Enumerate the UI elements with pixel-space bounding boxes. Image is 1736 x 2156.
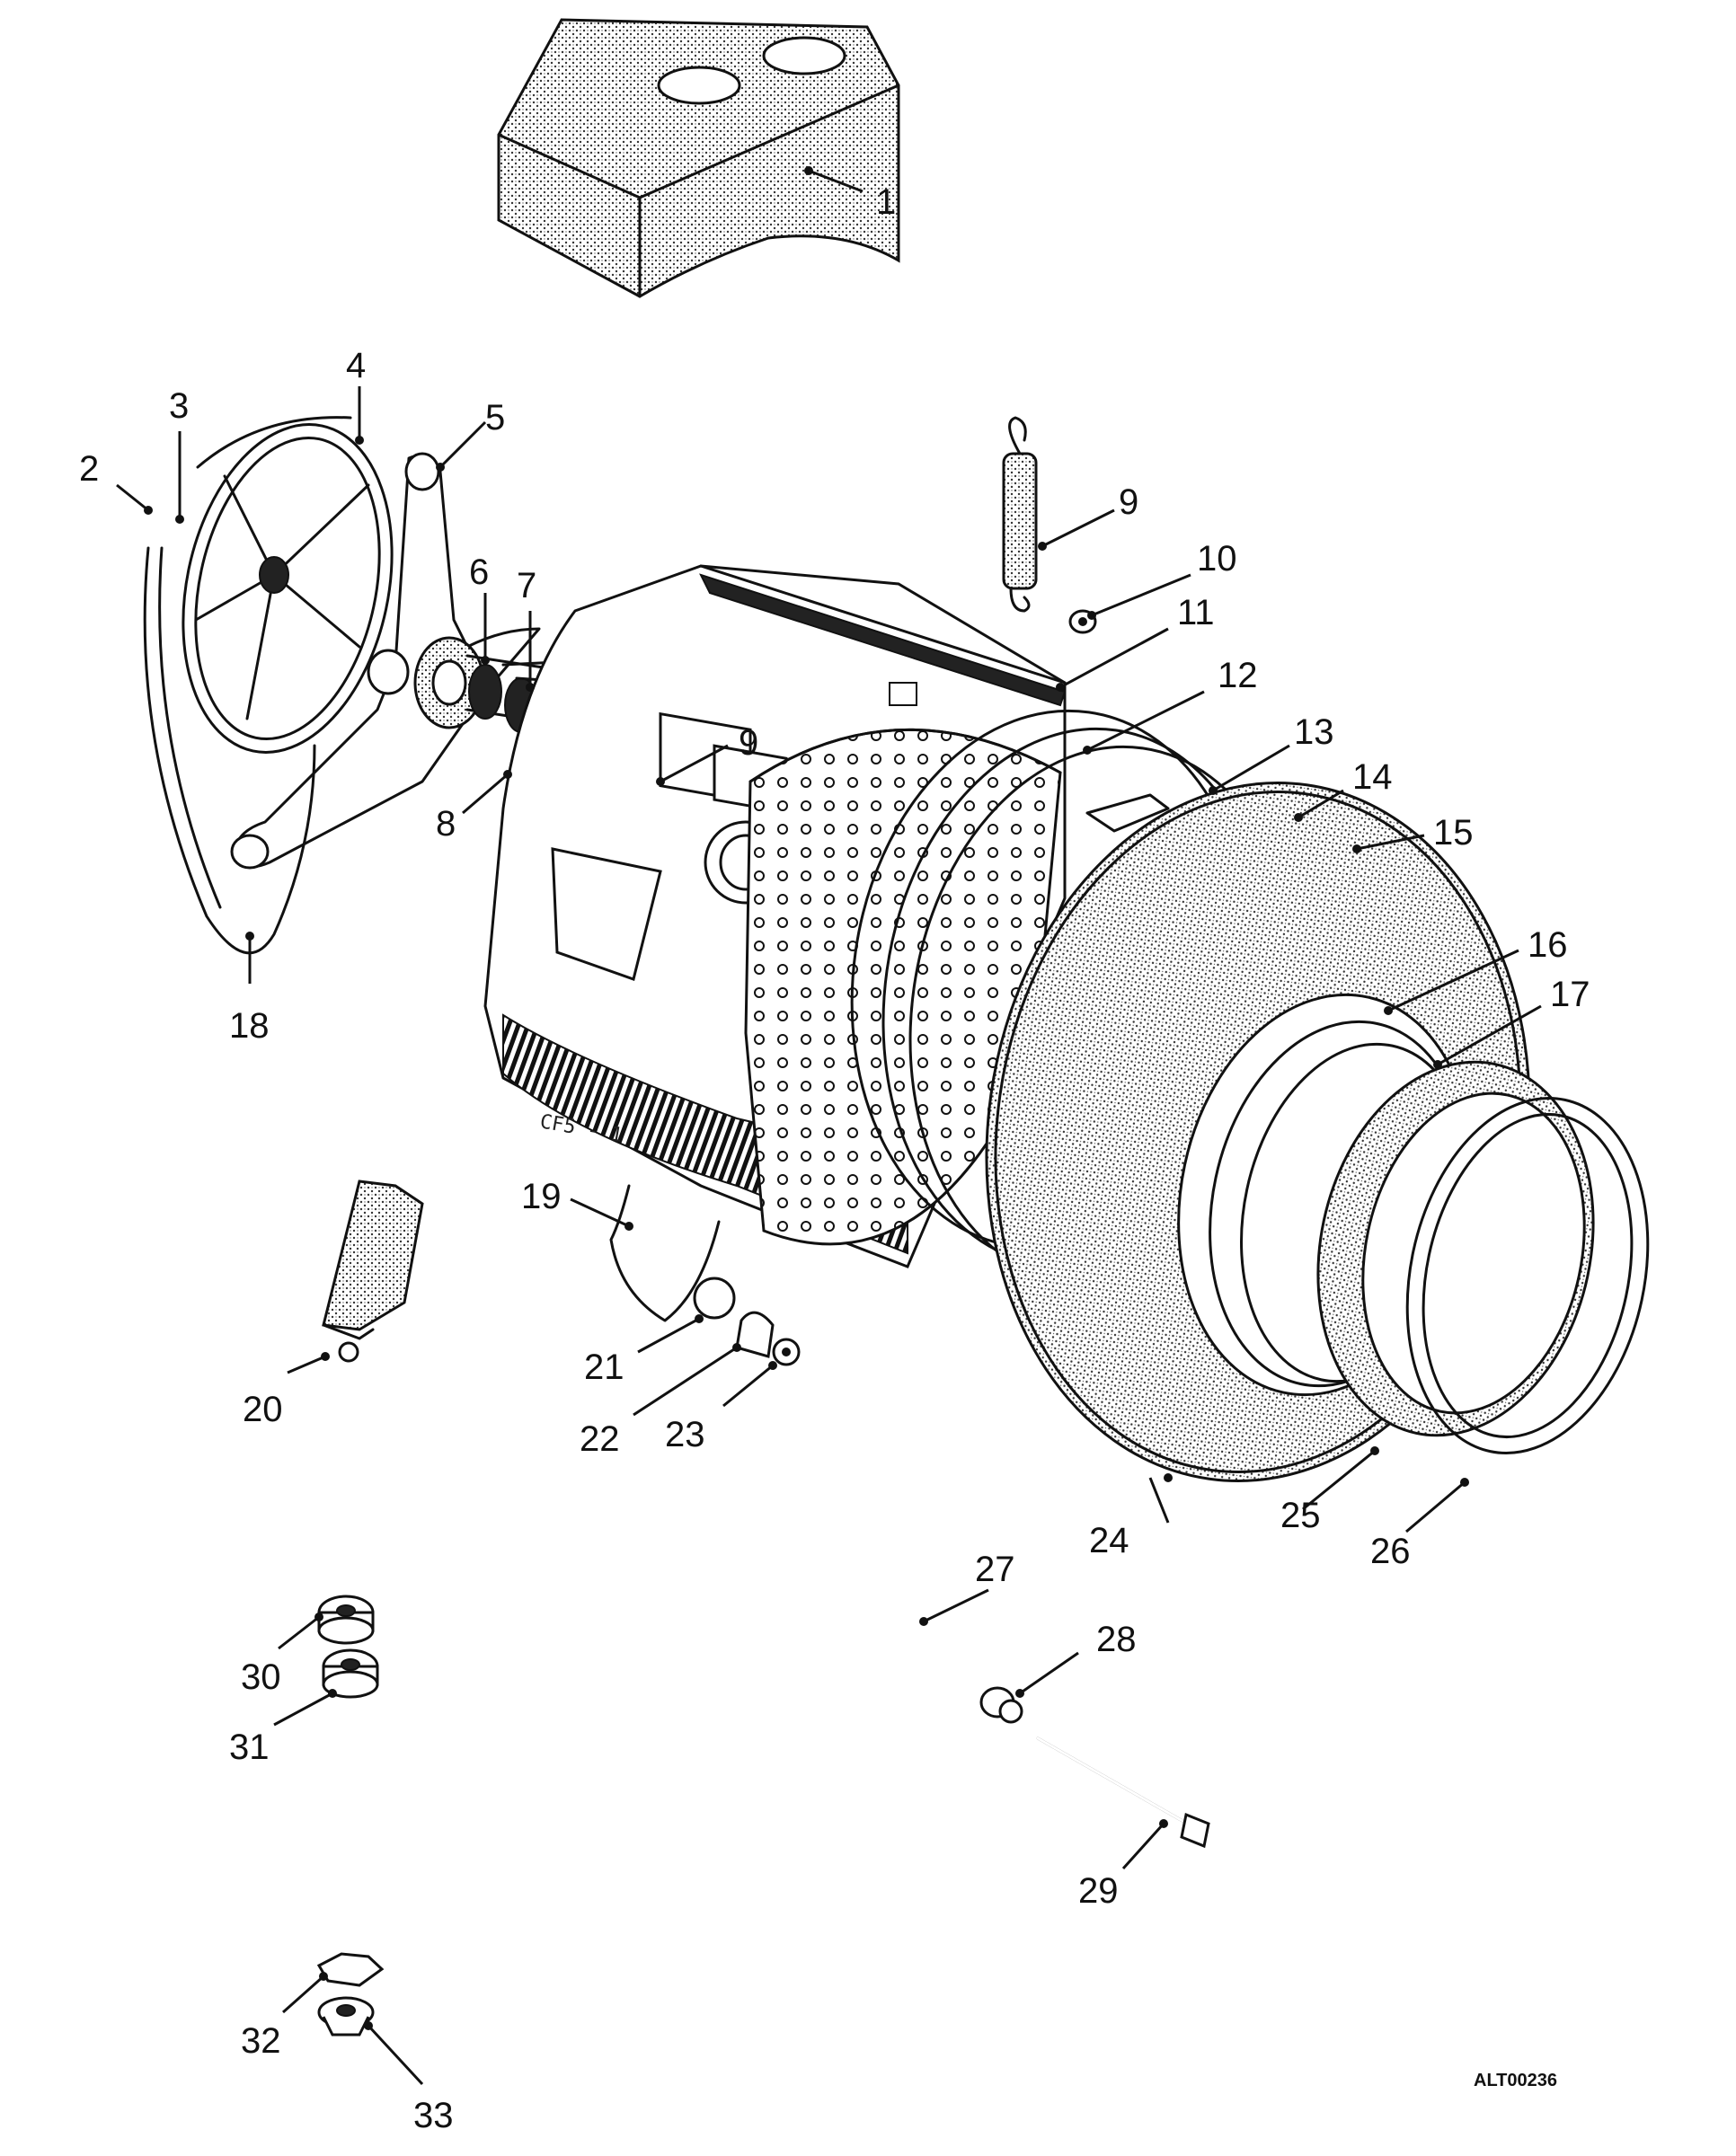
callout-label: 32 [241, 2021, 281, 2061]
callout-label: 33 [413, 2096, 454, 2135]
callout-14: 14 [1294, 757, 1393, 822]
door-gasket [1316, 1060, 1595, 1437]
callout-5: 5 [436, 398, 505, 472]
callout-label: 13 [1294, 712, 1334, 752]
gasket-clamp-ring [1405, 1097, 1650, 1454]
bracket-19 [609, 1184, 721, 1322]
callout-7: 7 [517, 566, 536, 692]
nut-28 [979, 1686, 1023, 1724]
callout-22: 22 [580, 1343, 741, 1459]
callout-label: 2 [79, 449, 99, 489]
drive-belt [143, 546, 316, 955]
callout-label: 12 [1218, 656, 1258, 695]
callout-16: 16 [1384, 925, 1568, 1015]
callout-11: 11 [1056, 593, 1215, 692]
reference-code: ALT00236 [1474, 2071, 1557, 2090]
callout-20: 20 [243, 1352, 330, 1429]
callout-label: 30 [241, 1657, 281, 1697]
callout-28: 28 [1015, 1620, 1137, 1698]
callout-6: 6 [469, 552, 490, 665]
callout-4: 4 [346, 346, 366, 445]
callout-26: 26 [1370, 1478, 1469, 1571]
callout-label: 28 [1096, 1620, 1137, 1659]
bolt-29 [1036, 1736, 1210, 1849]
callout-13: 13 [1209, 712, 1334, 795]
callout-label: 29 [1078, 1871, 1119, 1911]
callout-8: 8 [436, 770, 512, 844]
callout-label: 9 [739, 723, 758, 763]
caps-21-22-23 [693, 1277, 801, 1366]
callout-15: 15 [1352, 813, 1474, 853]
drive-pulley [182, 416, 394, 754]
callout-label: 1 [876, 182, 896, 222]
callout-label: 26 [1370, 1532, 1411, 1571]
callout-9-lower: 9 [656, 723, 758, 786]
callout-2: 2 [79, 449, 153, 515]
callout-label: 3 [169, 386, 189, 426]
callout-label: 16 [1528, 925, 1568, 965]
callout-10: 10 [1087, 539, 1237, 620]
callout-19: 19 [521, 1177, 633, 1231]
callout-label: 8 [436, 804, 456, 844]
callout-3: 3 [169, 386, 189, 524]
callout-label: 9 [1119, 482, 1138, 522]
callout-label: 31 [229, 1727, 270, 1767]
callout-label: 10 [1197, 539, 1237, 579]
callout-30: 30 [241, 1613, 323, 1697]
callout-1: 1 [804, 166, 896, 222]
callout-label: 18 [229, 1006, 270, 1046]
callout-label: 25 [1280, 1496, 1321, 1535]
callout-33: 33 [364, 2021, 454, 2135]
callout-18: 18 [229, 932, 270, 1046]
callout-21: 21 [584, 1314, 704, 1387]
callout-9-upper: 9 [1038, 482, 1138, 551]
feet-30-31 [317, 1595, 379, 1699]
callout-31: 31 [229, 1689, 337, 1767]
pin-27 [810, 1565, 942, 1660]
callout-27: 27 [919, 1550, 1015, 1626]
counterweight-block [497, 18, 900, 298]
callout-label: 21 [584, 1348, 624, 1387]
callout-17: 17 [1433, 975, 1590, 1069]
callout-label: 27 [975, 1550, 1015, 1589]
callout-label: 4 [346, 346, 366, 385]
callout-label: 17 [1550, 975, 1590, 1014]
shield-20 [322, 1180, 424, 1363]
callout-25: 25 [1280, 1446, 1379, 1535]
callout-23: 23 [665, 1361, 777, 1454]
callout-32: 32 [241, 1972, 328, 2061]
callout-12: 12 [1083, 656, 1258, 755]
callout-label: 19 [521, 1177, 562, 1216]
callout-label: 6 [469, 552, 489, 592]
callout-label: 20 [243, 1390, 283, 1429]
callout-label: 11 [1177, 593, 1215, 632]
parts-32-33 [316, 1952, 385, 2037]
callout-label: 22 [580, 1419, 620, 1459]
callout-29: 29 [1078, 1819, 1168, 1911]
callout-24: 24 [1089, 1473, 1173, 1560]
callout-label: 23 [665, 1415, 705, 1454]
callout-label: 15 [1433, 813, 1474, 853]
callout-label: 14 [1352, 757, 1393, 797]
callout-label: 7 [517, 566, 536, 605]
callout-label: 5 [485, 398, 505, 437]
suspension-spring-upper [1002, 416, 1038, 613]
callout-label: 24 [1089, 1521, 1129, 1560]
